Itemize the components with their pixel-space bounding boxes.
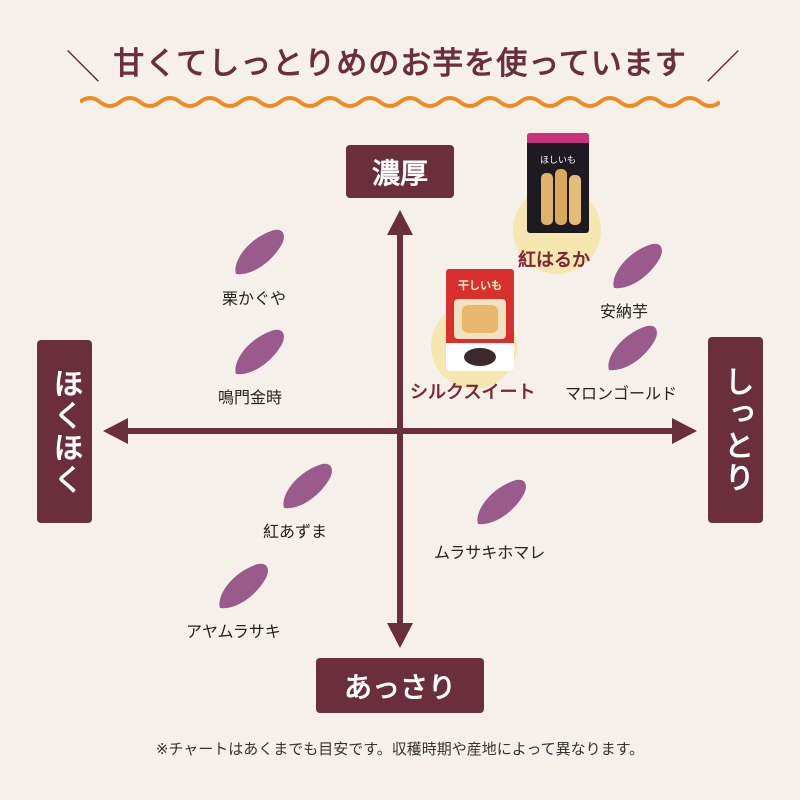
variety-ayamurasaki: アヤムラサキ (186, 622, 281, 641)
variety-silksweet: シルクスイート (410, 382, 536, 403)
axis-label-left: ほくほく (37, 340, 92, 523)
sweet-potato-icon (477, 479, 526, 525)
variety-beniharuka: 紅はるか (518, 250, 590, 271)
variety-kurikaguya: 栗かぐや (222, 289, 287, 308)
axis-label-top: 濃厚 (346, 145, 454, 198)
axis-label-right: しっとり (708, 337, 763, 523)
beniharuka-product-package: ほしいも (527, 133, 589, 233)
variety-marongold: マロンゴールド (565, 384, 678, 403)
variety-beniazuma: 紅あずま (263, 522, 328, 541)
variety-annoimo: 安納芋 (600, 302, 649, 321)
sweet-potato-icon (235, 329, 284, 375)
axis-label-bottom: あっさり (316, 658, 484, 713)
variety-murasakihomare: ムラサキホマレ (434, 543, 546, 562)
title-right-slash: ／ (706, 48, 740, 88)
footnote: ※チャートはあくまでも目安です。収穫時期や産地によって異なります。 (155, 740, 645, 758)
sweet-potato-icon (283, 463, 332, 509)
wavy-divider (80, 96, 720, 108)
sweet-potato-icon (608, 325, 657, 371)
black-package-text: ほしいも (540, 155, 576, 166)
sweet-potato-icon (613, 243, 662, 289)
sweet-potato-icon (235, 229, 284, 275)
sweet-potato-icon (219, 563, 268, 609)
title-left-slash: ＼ (66, 48, 100, 88)
page-title: 甘くてしっとりめのお芋を使っています (113, 46, 687, 82)
red-package-text: 干しいも (458, 279, 502, 292)
silksweet-product-package: 干しいも (446, 269, 514, 371)
variety-narutokintoki: 鳴門金時 (218, 388, 283, 407)
